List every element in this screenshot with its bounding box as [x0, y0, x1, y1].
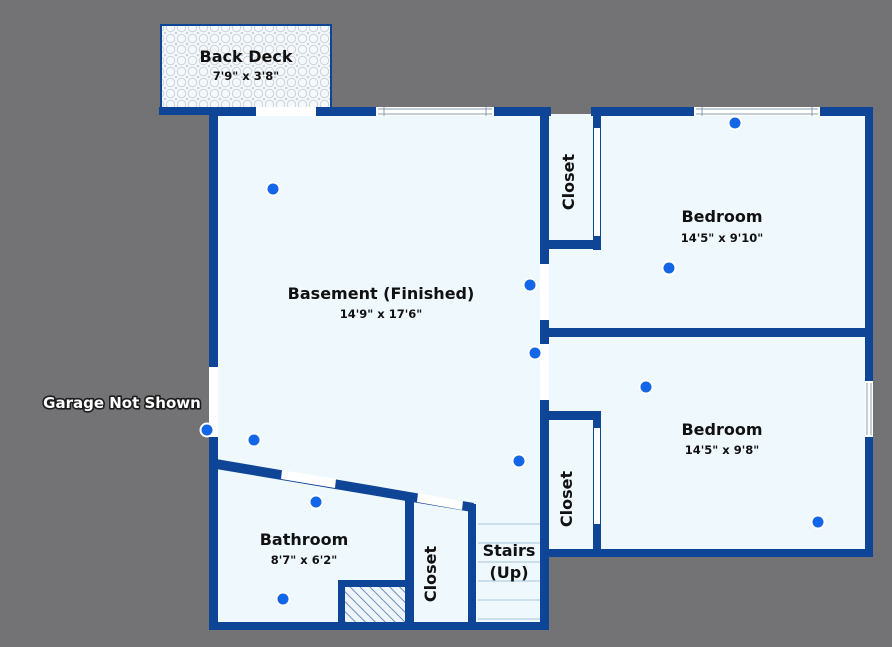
photo-point-icon[interactable] — [527, 345, 543, 361]
closet-mid-floor — [544, 416, 596, 552]
garage-label: Garage Not Shown — [43, 394, 201, 412]
bedroom-2-name: Bedroom — [681, 420, 762, 439]
room-labels: Back Deck 7'9" x 3'8" Basement (Finished… — [200, 47, 764, 602]
photo-point-icon[interactable] — [308, 494, 324, 510]
stairs-name: Stairs — [483, 541, 536, 560]
photo-point-icon[interactable] — [246, 432, 262, 448]
photo-point-icon[interactable] — [511, 453, 527, 469]
bathroom-name: Bathroom — [260, 530, 349, 549]
photo-point-icon[interactable] — [810, 514, 826, 530]
closet-mid-name: Closet — [557, 471, 576, 528]
window-top-basement — [376, 107, 494, 116]
back-deck-name: Back Deck — [200, 47, 293, 66]
photo-point-icon[interactable] — [199, 422, 215, 438]
photo-point-icon[interactable] — [275, 591, 291, 607]
openings — [209, 107, 873, 524]
closet-bath-name: Closet — [421, 546, 440, 603]
photo-point-icon[interactable] — [638, 379, 654, 395]
basement-dimensions: 14'9" x 17'6" — [340, 307, 422, 321]
back-deck — [160, 24, 332, 113]
bedroom-1-name: Bedroom — [681, 207, 762, 226]
stairs-floor — [472, 508, 544, 625]
floor-areas — [216, 114, 868, 625]
bedroom-2-dimensions: 14'5" x 9'8" — [685, 443, 759, 457]
stair-treads — [478, 523, 541, 620]
photo-point-icon[interactable] — [265, 181, 281, 197]
closet-top-name: Closet — [559, 154, 578, 211]
basement-name: Basement (Finished) — [288, 284, 475, 303]
window-right-bedroom — [865, 381, 873, 437]
photo-point-icon[interactable] — [727, 115, 743, 131]
back-deck-dimensions: 7'9" x 3'8" — [213, 69, 279, 83]
closet-bath-floor — [409, 496, 472, 625]
tub-hatch — [344, 586, 406, 623]
window-top-bedroom — [694, 107, 820, 116]
photo-markers[interactable] — [199, 115, 826, 607]
photo-point-icon[interactable] — [522, 277, 538, 293]
photo-point-icon[interactable] — [661, 260, 677, 276]
bedroom-1-dimensions: 14'5" x 9'10" — [681, 231, 763, 245]
basement-floor — [216, 114, 544, 510]
stairs-direction: (Up) — [489, 563, 528, 582]
bathroom-dimensions: 8'7" x 6'2" — [271, 553, 337, 567]
